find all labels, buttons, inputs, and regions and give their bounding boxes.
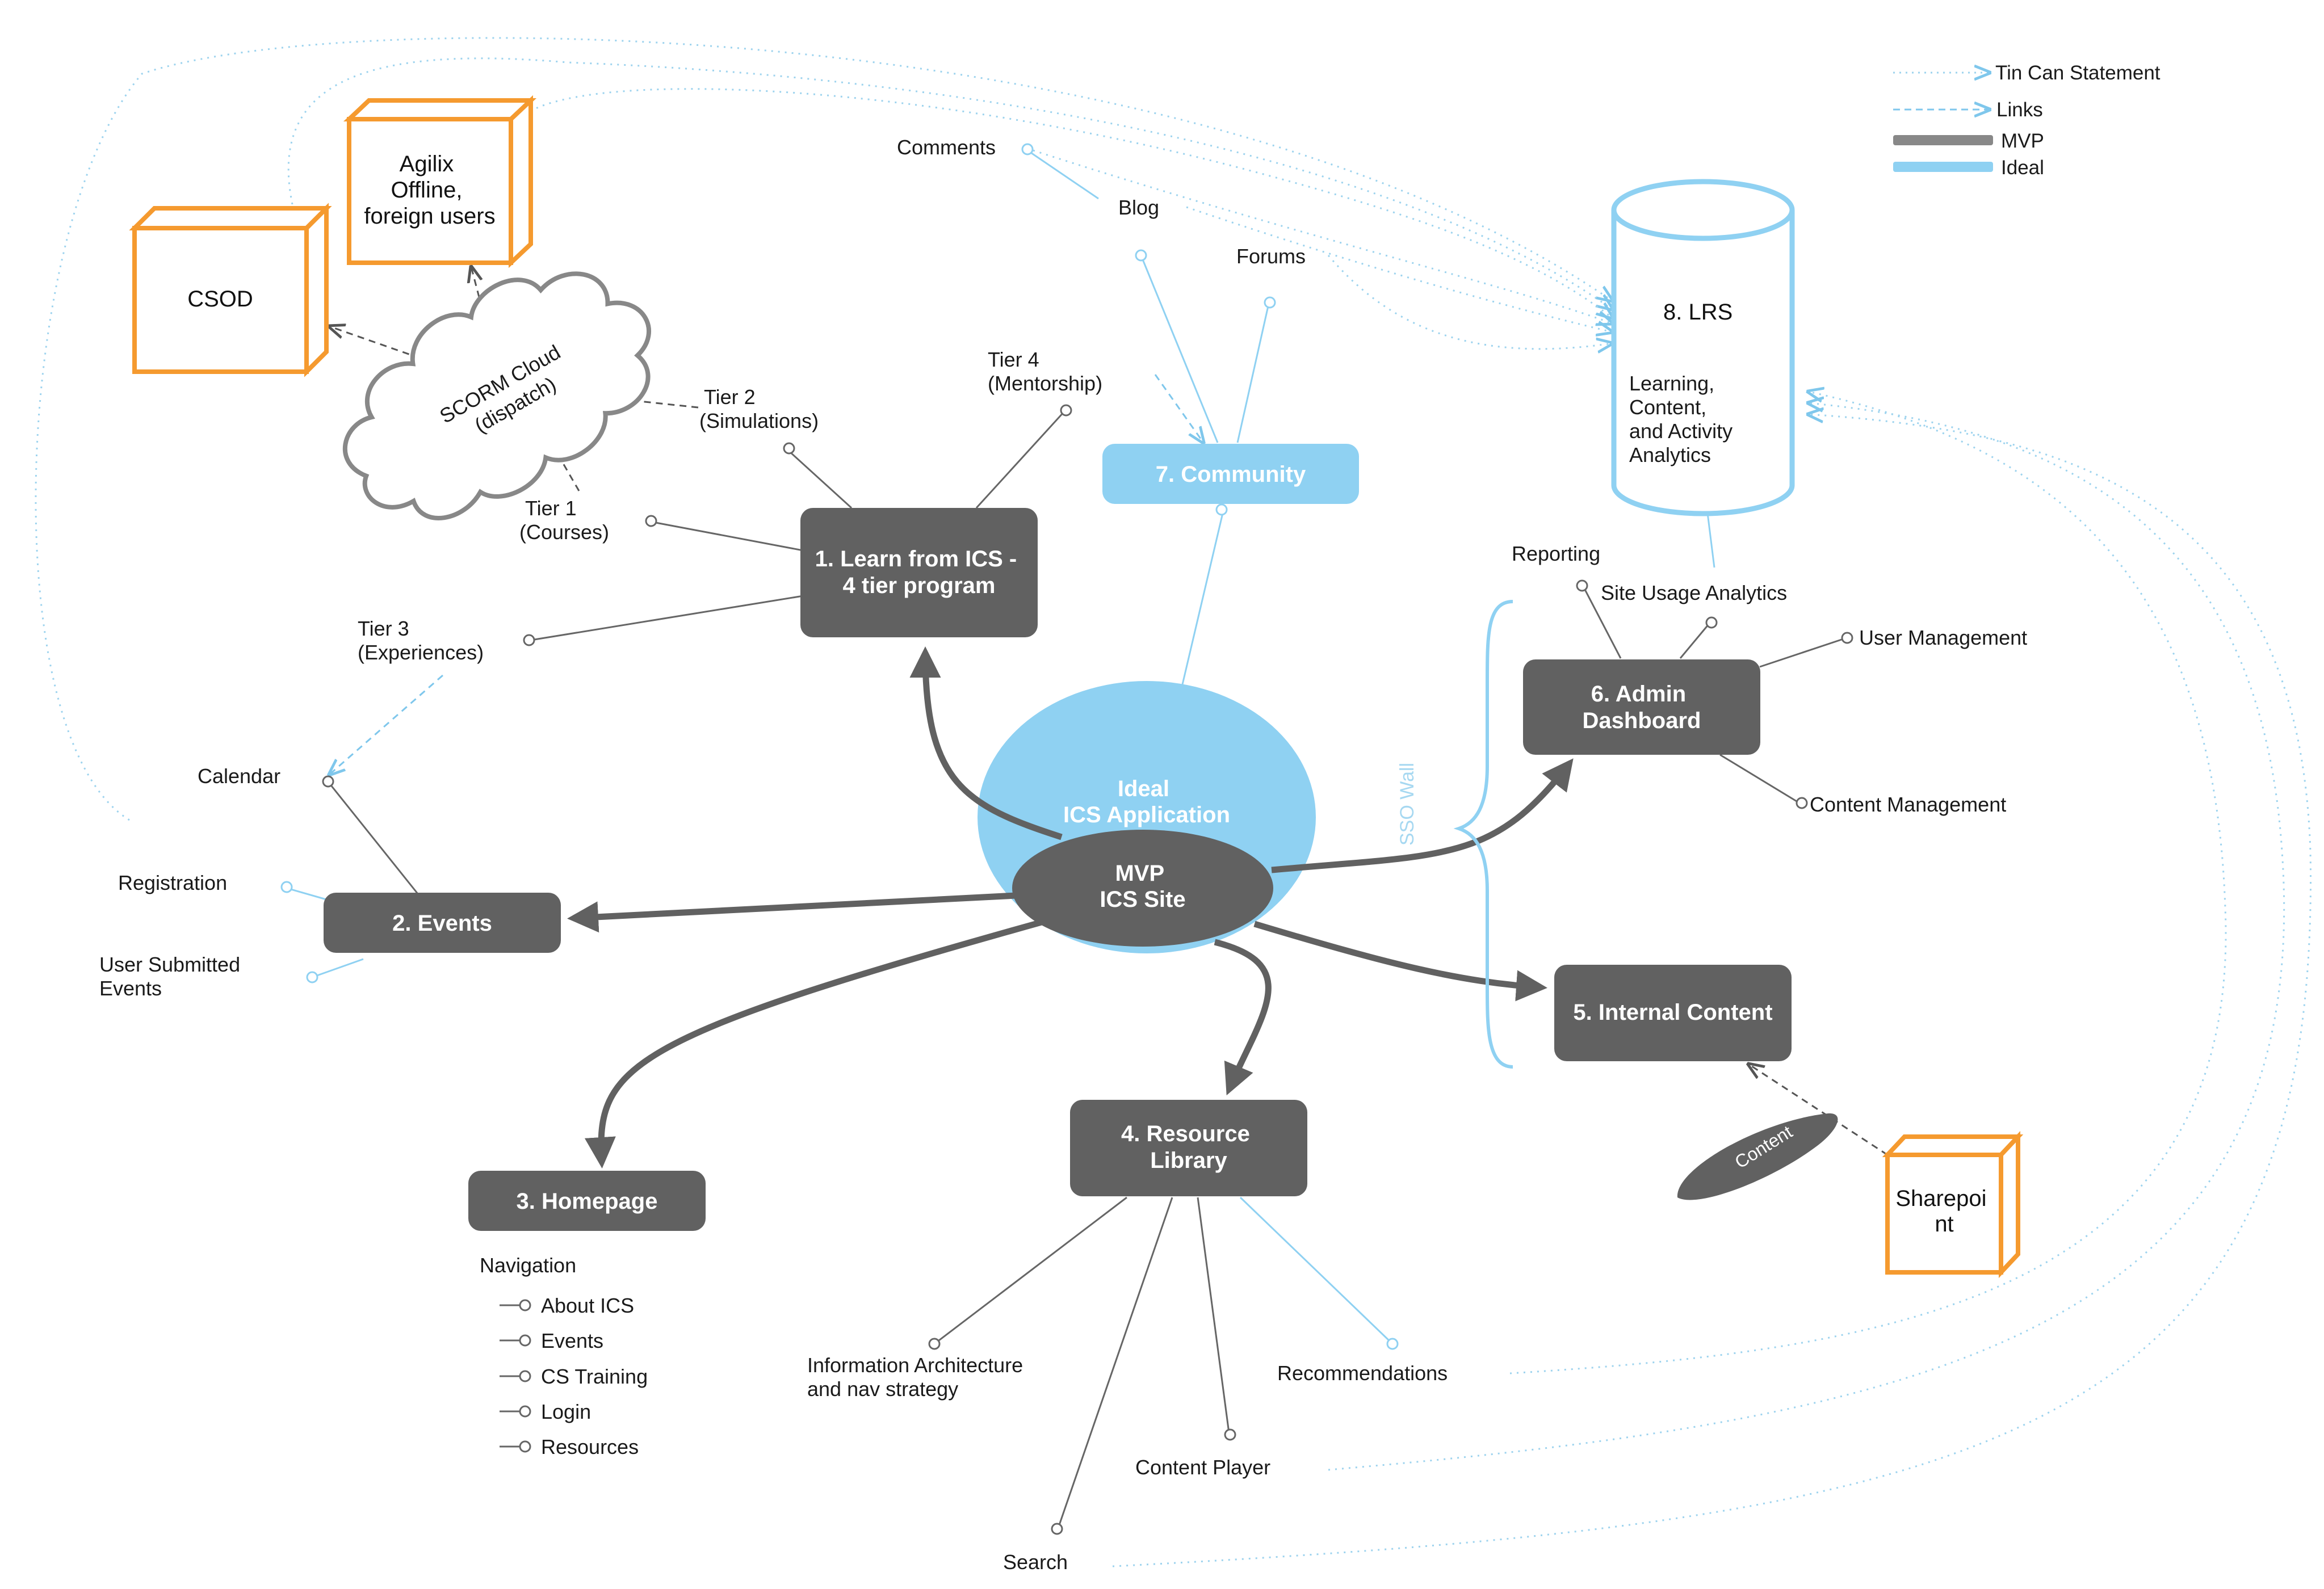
- sso-wall-label: SSO Wall: [1396, 763, 1418, 846]
- node-resource-label-2: Library: [1150, 1148, 1227, 1173]
- content-player-label: Content Player: [1135, 1456, 1270, 1479]
- user-submitted-label: User Submitted Events: [99, 953, 246, 1000]
- user-management-label: User Management: [1859, 626, 2027, 649]
- comments-label: Comments: [897, 136, 996, 159]
- recommendations-label: Recommendations: [1277, 1361, 1448, 1385]
- mvp-site-ellipse: [1012, 830, 1273, 947]
- tin-can-connections: [35, 37, 2312, 1567]
- node-resource-label-1: 4. Resource: [1121, 1121, 1250, 1146]
- node-community-label: 7. Community: [1156, 462, 1306, 487]
- svg-text:6. Admin Dashboard: 6. Admin Dashboard: [1583, 682, 1701, 733]
- legend-links-label: Links: [1996, 99, 2043, 121]
- svg-text:1. Learn from ICS - 4 ti: 1. Learn from ICS - 4 tier program: [815, 547, 1023, 598]
- legend: Tin Can Statement Links MVP Ideal: [1893, 62, 2161, 179]
- vendor-sharepoint[interactable]: [1882, 1130, 2024, 1279]
- node-internal-label: 5. Internal Content: [1573, 1000, 1772, 1025]
- leaf-connectors-gray: [328, 410, 1845, 1527]
- lrs-title: 8. LRS: [1663, 300, 1732, 325]
- tier3-to-calendar-link: [329, 674, 443, 775]
- tincan-contentplayer-lrs: [1328, 403, 2285, 1471]
- vendor-csod[interactable]: [129, 203, 332, 377]
- mvp-to-admin-arrow: [1271, 758, 1574, 873]
- reporting-label: Reporting: [1512, 542, 1600, 565]
- node-homepage[interactable]: 3. Homepage: [468, 1171, 706, 1231]
- tincan-recommendations-lrs: [1509, 392, 2227, 1374]
- node-events[interactable]: 2. Events: [324, 893, 561, 953]
- navigation-title: Navigation: [480, 1254, 576, 1277]
- info-architecture-label: Information Architecture and nav strateg…: [807, 1353, 1029, 1401]
- node-events-label: 2. Events: [392, 911, 492, 936]
- blog-to-community-link: [1154, 374, 1203, 443]
- node-resource-library[interactable]: 4. Resource Library: [1070, 1100, 1307, 1196]
- lrs-database[interactable]: [1611, 179, 1795, 516]
- nav-item-events[interactable]: Events: [541, 1329, 603, 1352]
- nav-item-cs-training[interactable]: CS Training: [541, 1365, 648, 1388]
- tier2-to-scorm-link: [602, 397, 699, 409]
- mvp-to-internal-arrow: [1253, 920, 1547, 1002]
- node-admin-label-2: Dashboard: [1583, 708, 1701, 733]
- tincan-events-lrs: [35, 37, 1612, 821]
- tincan-agilix-lrs: [518, 88, 1612, 318]
- leaf-connectors-blue: [286, 149, 1715, 1343]
- tier3-label: Tier 3 (Experiences): [358, 617, 484, 664]
- legend-mvp-swatch: [1893, 135, 1993, 145]
- blue-dashed-links: [329, 374, 1203, 775]
- blog-label: Blog: [1118, 196, 1159, 219]
- node-learn[interactable]: 1. Learn from ICS - 4 tier program: [800, 508, 1038, 637]
- calendar-label: Calendar: [198, 764, 280, 788]
- node-admin-dashboard[interactable]: 6. Admin Dashboard: [1523, 659, 1760, 755]
- legend-ideal-swatch: [1893, 162, 1993, 172]
- tincan-forums-lrs: [1327, 255, 1612, 349]
- tier2-label: Tier 2 (Simulations): [699, 385, 819, 432]
- node-learn-label-1: 1. Learn from ICS -: [815, 547, 1017, 571]
- legend-ideal-label: Ideal: [2001, 157, 2044, 179]
- node-homepage-label: 3. Homepage: [517, 1189, 658, 1214]
- tincan-search-lrs: [1112, 414, 2312, 1567]
- site-usage-label: Site Usage Analytics: [1601, 581, 1787, 604]
- node-admin-label-1: 6. Admin: [1591, 682, 1686, 707]
- nav-item-about[interactable]: About ICS: [541, 1294, 634, 1317]
- vendor-agilix[interactable]: [343, 95, 537, 268]
- mvp-to-learn-arrow: [909, 646, 1063, 840]
- node-learn-label-2: 4 tier program: [843, 573, 996, 598]
- legend-mvp-label: MVP: [2001, 130, 2044, 152]
- nav-item-login[interactable]: Login: [541, 1400, 591, 1423]
- registration-label: Registration: [118, 871, 227, 894]
- content-tag: Content: [1677, 1113, 1838, 1200]
- lrs-description: Learning, Content, and Activity Analytic…: [1629, 372, 1738, 466]
- homepage-navigation: Navigation About ICS Events CS Training …: [480, 1254, 648, 1458]
- vendor-sharepoint-label: Sharepoi nt: [1895, 1186, 1992, 1237]
- content-management-label: Content Management: [1810, 793, 2006, 816]
- mvp-site-label: MVP ICS Site: [1100, 861, 1185, 912]
- legend-tin-can-label: Tin Can Statement: [1995, 62, 2161, 84]
- node-community[interactable]: 7. Community: [1102, 444, 1359, 504]
- vendor-agilix-label: Agilix Offline, foreign users: [364, 152, 495, 229]
- mvp-to-resource-arrow: [1214, 939, 1272, 1096]
- node-internal-content[interactable]: 5. Internal Content: [1554, 965, 1792, 1061]
- mvp-arrows: [567, 646, 1574, 1168]
- sso-wall-brace: [1453, 600, 1513, 1069]
- mvp-to-events-arrow: [567, 892, 1017, 933]
- nav-item-resources[interactable]: Resources: [541, 1435, 639, 1458]
- tincan-csod-lrs: [287, 57, 1612, 309]
- vendor-csod-label: CSOD: [187, 287, 253, 312]
- tier1-label: Tier 1 (Courses): [519, 497, 609, 544]
- ideal-application-label: Ideal ICS Application: [1063, 776, 1230, 827]
- scorm-cloud[interactable]: SCORM Cloud (dispatch): [309, 229, 689, 558]
- forums-label: Forums: [1236, 245, 1306, 268]
- scorm-to-csod-link: [329, 326, 443, 367]
- sharepoint-to-internal-link: [1748, 1064, 1888, 1156]
- mvp-to-homepage-arrow: [584, 919, 1043, 1168]
- svg-text:4. Resource Library: 4. Resource Library: [1121, 1121, 1256, 1173]
- search-label: Search: [1003, 1550, 1068, 1574]
- tier4-label: Tier 4 (Mentorship): [988, 348, 1102, 395]
